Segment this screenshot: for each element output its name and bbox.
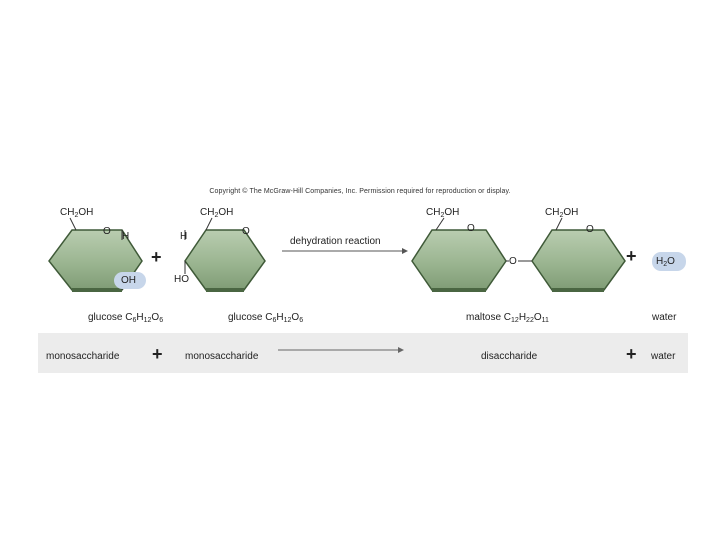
maltose-left-ring-oxygen: O (467, 223, 475, 234)
summary-water: water (651, 351, 676, 362)
reaction-arrow (282, 248, 408, 254)
copyright-notice: Copyright © The McGraw-Hill Companies, I… (209, 188, 511, 195)
glucose1-hydroxyl: OH (121, 275, 136, 286)
maltose-right-ring-oxygen: O (586, 224, 594, 235)
glucose2-ch2oh: CH2OH (200, 207, 234, 219)
glucose1-ch2oh: CH2OH (60, 207, 94, 219)
water-highlight (652, 252, 686, 271)
glucose2-hydrogen: H (180, 231, 188, 242)
plus-sign-monomers: + (151, 247, 162, 267)
summary-plus-left: + (152, 344, 163, 364)
maltose-right-ch2oh: CH2OH (545, 207, 579, 219)
oh-highlight (114, 272, 146, 289)
summary-plus-right: + (626, 344, 637, 364)
water-caption: water (652, 312, 677, 323)
maltose-bridge-oxygen: O (509, 256, 517, 267)
glucose2-caption: glucose C6H12O6 (228, 312, 304, 324)
plus-sign-products: + (626, 246, 637, 266)
maltose-ring-left (411, 217, 507, 292)
glucose-ring-2 (184, 217, 266, 292)
glucose1-ring-oxygen: O (103, 226, 111, 237)
maltose-caption: maltose C12H22O11 (466, 312, 549, 324)
maltose-left-ch2oh: CH2OH (426, 207, 460, 219)
glucose1-caption: glucose C6H12O6 (88, 312, 164, 324)
summary-band (38, 333, 688, 373)
glucose2-ring-oxygen: O (242, 226, 250, 237)
summary-monosaccharide-left: monosaccharide (46, 351, 120, 362)
water-formula: H2O (656, 256, 675, 268)
glucose1-hydrogen: H (122, 231, 130, 242)
summary-disaccharide: disaccharide (481, 351, 538, 362)
reaction-label: dehydration reaction (290, 236, 381, 247)
summary-monosaccharide-right: monosaccharide (185, 351, 259, 362)
glucose2-hydroxyl: HO (174, 274, 189, 285)
